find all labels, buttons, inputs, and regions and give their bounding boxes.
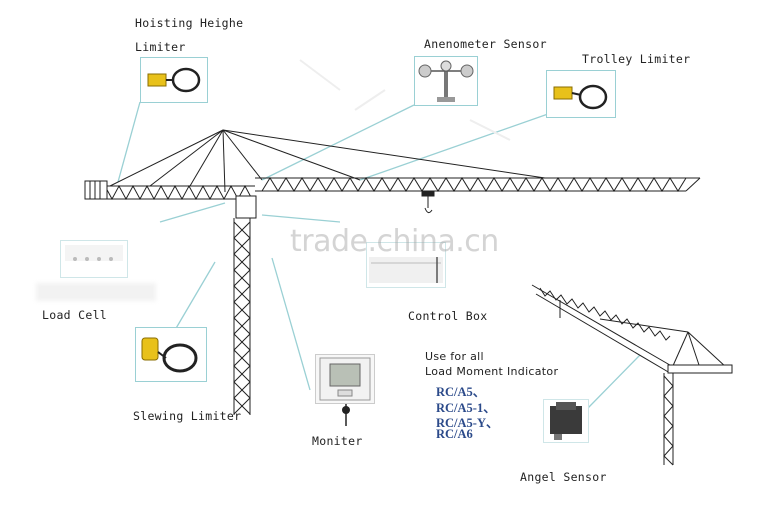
control-box-label: Control Box (408, 309, 488, 323)
model-item: RC/A6 (436, 427, 473, 441)
monitor-image (315, 354, 375, 404)
model-item: RC/A5-Y、 (436, 416, 499, 430)
usage-line-2: Load Moment Indicator (425, 365, 559, 378)
hoisting-limiter-label-2: Limiter (135, 40, 186, 54)
control-box-image (366, 242, 446, 288)
angle-sensor-label: Angel Sensor (520, 470, 607, 484)
model-item: RC/A5-1、 (436, 401, 496, 415)
tower-crane (84, 129, 701, 415)
hoisting-limiter-label-1: Hoisting Heighe (135, 16, 244, 30)
slewing-limiter-image (135, 327, 207, 382)
load-cell-label: Load Cell (42, 308, 108, 322)
anemometer-image (414, 56, 478, 106)
slewing-limiter-label: Slewing Limiter (133, 409, 242, 423)
angle-sensor-image (543, 399, 589, 443)
leader-lines (117, 101, 641, 409)
anemometer-label: Anenometer Sensor (424, 37, 547, 51)
usage-line-1: Use for all (425, 350, 484, 363)
watermark: trade.china.cn (290, 224, 499, 259)
load-cell-image (60, 240, 128, 278)
monitor-label: Moniter (312, 434, 363, 448)
angle-crane (531, 284, 733, 466)
model-item: RC/A5、 (436, 385, 486, 399)
trolley-limiter-label: Trolley Limiter (582, 52, 691, 66)
load-cell-blur (36, 283, 156, 301)
trolley-limiter-image (546, 70, 616, 118)
hoisting-limiter-image (140, 57, 208, 103)
